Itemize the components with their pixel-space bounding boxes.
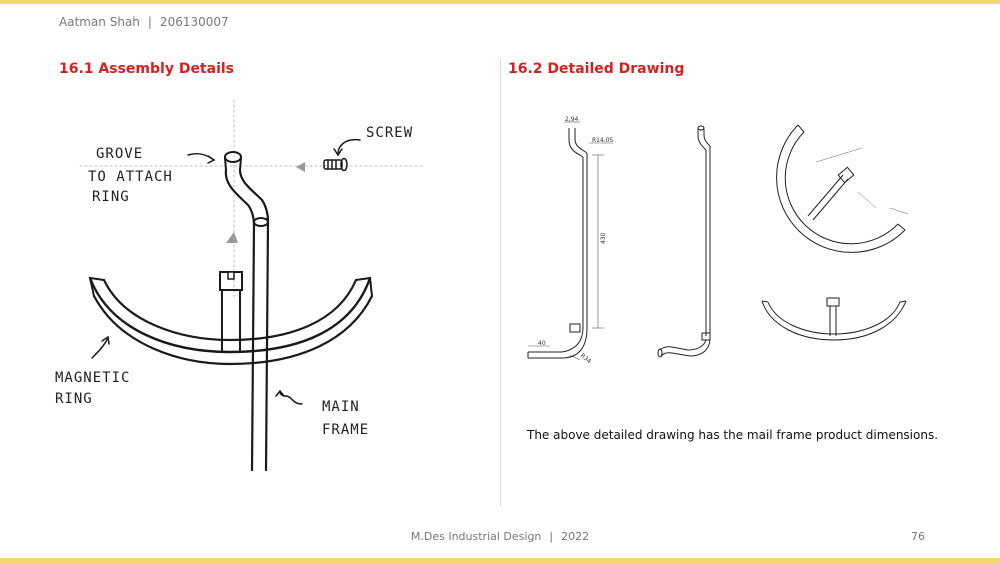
magnetic-ring-label-line2: RING (55, 391, 93, 407)
dim-430: 430 (600, 232, 607, 244)
author-name: Aatman Shah (59, 15, 140, 29)
up-arrow-icon (226, 232, 238, 243)
main-frame-label-line1: MAIN (322, 399, 360, 415)
frame-front-view: 2,94 R14,05 430 40 R34 (527, 116, 614, 365)
column-divider (500, 58, 501, 506)
dim-r34: R34 (579, 352, 593, 365)
program-name: M.Des Industrial Design (410, 530, 542, 543)
page-footer: M.Des Industrial Design | 2022 (0, 530, 1000, 543)
header-separator: | (147, 15, 152, 29)
screw-part (323, 157, 348, 172)
top-accent-bar (0, 0, 1000, 4)
grove-label-line2: TO ATTACH (88, 169, 173, 185)
assembly-sketch (79, 99, 426, 472)
footer-separator: | (549, 530, 554, 543)
screw-label: SCREW (366, 125, 413, 141)
dim-2-94: 2,94 (565, 116, 579, 123)
ring-front-view (761, 297, 907, 341)
ring-top-view (776, 124, 909, 253)
sketch-labels: GROVE TO ATTACH RING SCREW MAGNETIC RING… (55, 125, 413, 438)
bottom-accent-bar (0, 558, 1000, 563)
dim-40: 40 (538, 340, 546, 347)
student-id: 206130007 (159, 15, 229, 29)
frame-side-view (657, 125, 711, 358)
footer-year: 2022 (561, 530, 590, 543)
grove-label-line1: GROVE (96, 146, 143, 162)
grove-label-line3: RING (92, 189, 130, 205)
main-frame-label-line2: FRAME (322, 422, 369, 438)
left-arrow-icon (296, 162, 305, 172)
magnetic-ring-label-line1: MAGNETIC (55, 370, 130, 386)
page-header: Aatman Shah | 206130007 (59, 15, 229, 29)
detailed-drawing-title: 16.2 Detailed Drawing (508, 61, 685, 77)
drawing-caption: The above detailed drawing has the mail … (527, 428, 939, 442)
page-number: 76 (911, 530, 925, 543)
dim-r14-05: R14,05 (592, 137, 614, 144)
assembly-details-title: 16.1 Assembly Details (59, 61, 235, 77)
